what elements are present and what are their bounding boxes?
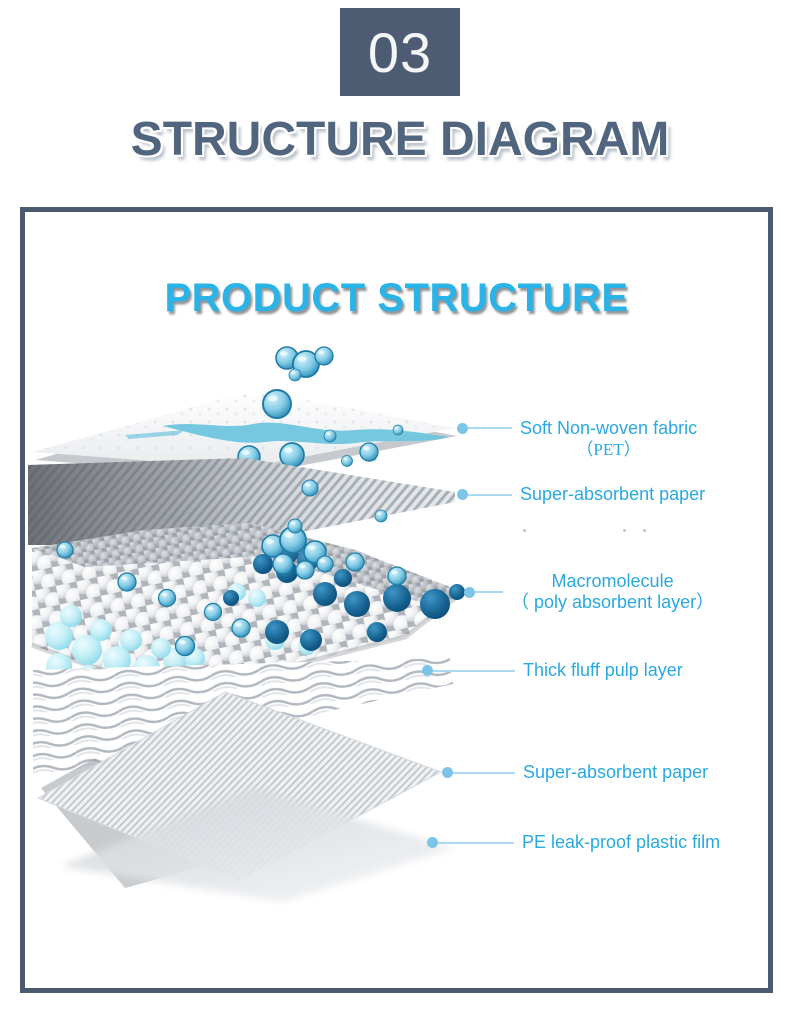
callout-dot (457, 489, 468, 500)
callout-absorbent-paper-bottom: Super-absorbent paper (442, 762, 708, 783)
callout-dot (427, 837, 438, 848)
callout-label: PE leak-proof plastic film (522, 832, 721, 852)
callout-sublabel: （ poly absorbent layer） (511, 592, 715, 612)
callout-dot (457, 423, 468, 434)
callout-dot (464, 586, 475, 598)
callout-sublabel: （PET） (576, 440, 641, 459)
layer-diagram (28, 346, 465, 902)
callout-line (468, 427, 512, 429)
dust-speck (623, 529, 626, 532)
callout-line (468, 493, 512, 496)
section-number: 03 (367, 20, 433, 84)
page-title: STRUCTURE DIAGRAM (130, 113, 670, 166)
section-number-badge: 03 (340, 8, 460, 96)
callout-label: Super-absorbent paper (520, 484, 706, 504)
soft-nonwoven-layer (33, 390, 457, 476)
dust-speck (523, 529, 526, 532)
callout-dot (422, 665, 433, 676)
callout-absorbent-paper-top: Super-absorbent paper (457, 484, 705, 505)
callout-pe-film: PE leak-proof plastic film (427, 832, 720, 853)
callout-soft-nonwoven: Soft Non-woven fabric （PET） (457, 418, 697, 460)
callout-line (475, 591, 503, 593)
callout-label: Super-absorbent paper (523, 762, 709, 782)
callout-label: Thick fluff pulp layer (523, 660, 683, 680)
callout-line (453, 771, 515, 774)
callout-line (433, 669, 515, 672)
callout-dot (442, 767, 453, 778)
dust-speck (643, 529, 646, 532)
callout-line (438, 841, 514, 844)
pe-film-layer (61, 788, 455, 902)
callout-macromolecule: Macromolecule （ poly absorbent layer） (464, 571, 714, 613)
callout-label: Macromolecule (551, 571, 674, 591)
callout-fluff-pulp: Thick fluff pulp layer (422, 660, 683, 681)
callout-label: Soft Non-woven fabric (520, 418, 698, 438)
content-panel: PRODUCT STRUCTURE (20, 207, 773, 993)
panel-heading: PRODUCT STRUCTURE (164, 276, 629, 320)
absorbent-paper-top-layer (28, 458, 455, 545)
